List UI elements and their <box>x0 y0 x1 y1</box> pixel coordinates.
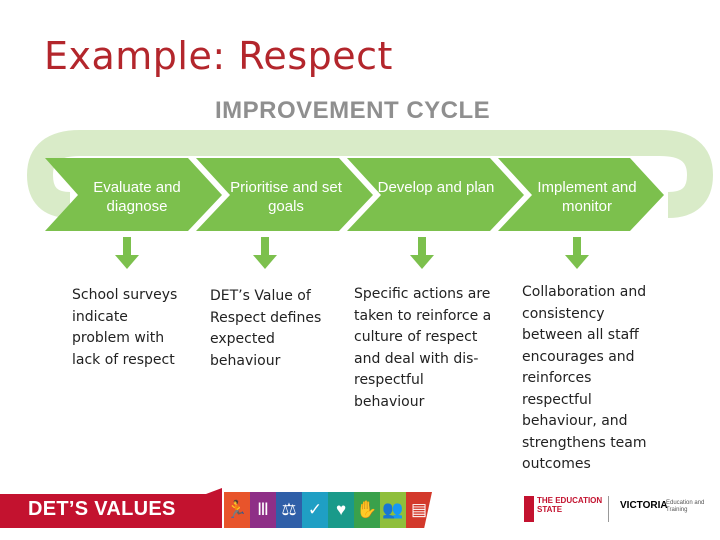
step-chevron-4 <box>498 158 664 231</box>
step-chevron-3 <box>347 158 524 231</box>
values-banner <box>0 488 222 528</box>
logo-divider <box>608 496 609 522</box>
education-state-logo <box>524 496 534 522</box>
cycle-heading: IMPROVEMENT CYCLE <box>215 97 491 124</box>
down-arrow-icon <box>565 237 589 269</box>
down-arrow-icon <box>253 237 277 269</box>
step-description-evaluate: School surveys indicate problem with lac… <box>72 287 178 368</box>
checkmark-icon: ✓ <box>302 492 328 528</box>
columns-icon: Ⅲ <box>250 492 276 528</box>
handshake-icon: ✋ <box>354 492 380 528</box>
heart-icon: ♥ <box>328 492 354 528</box>
step-description-implement: Collaboration and consistency between al… <box>522 284 647 472</box>
down-arrow-icon <box>410 237 434 269</box>
cycle-return-track <box>27 130 714 218</box>
step-label-implement: Implement and monitor <box>537 179 637 215</box>
scales-icon: ⚖ <box>276 492 302 528</box>
step-label-evaluate: Evaluate and diagnose <box>93 179 181 215</box>
runner-icon: 🏃 <box>224 492 250 528</box>
step-chevron-2 <box>196 158 373 231</box>
education-state-text: THE EDUCATION STATE <box>537 496 603 514</box>
victoria-logo: VICTORIA <box>620 500 668 511</box>
slide-title: Example: Respect <box>44 34 393 78</box>
victoria-department-text: Education and Training <box>666 500 705 513</box>
step-description-prioritise: DET’s Value of Respect defines expected … <box>210 288 322 369</box>
step-label-prioritise: Prioritise and set goals <box>230 179 342 215</box>
values-label: DET’S VALUES <box>28 498 176 520</box>
step-label-develop: Develop and plan <box>377 179 495 196</box>
down-arrow-icon <box>115 237 139 269</box>
improvement-cycle-diagram <box>27 130 714 231</box>
step-chevron-1 <box>45 158 222 231</box>
step-description-develop: Specific actions are taken to reinforce … <box>354 286 492 410</box>
people-icon: 👥 <box>380 492 406 528</box>
